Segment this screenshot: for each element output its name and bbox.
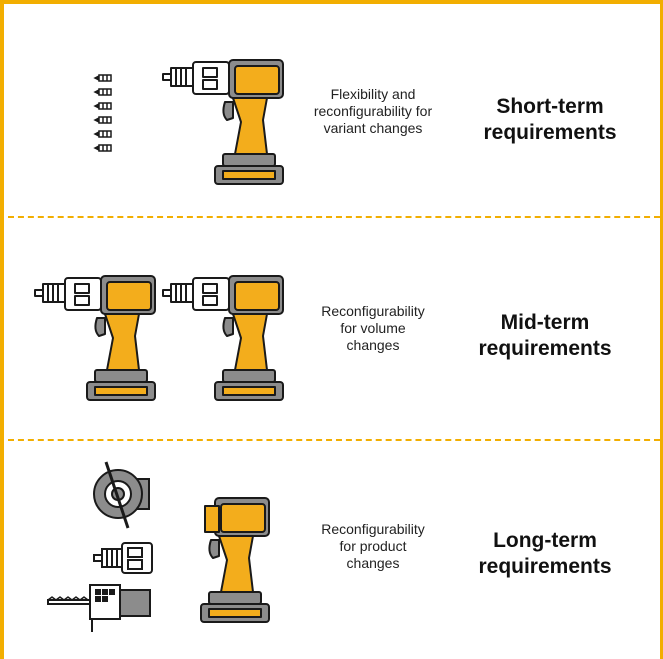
drill-attachment-icon — [93, 542, 153, 574]
row-divider-2 — [8, 439, 660, 441]
row-2-title: Mid-term requirements — [478, 311, 612, 360]
row-2-description: Reconfigurability for volume changes — [321, 303, 425, 353]
cordless-drill-icon — [162, 59, 284, 185]
jigsaw-attachment-icon — [47, 584, 151, 632]
row-3-title: Long-term requirements — [478, 529, 612, 578]
cordless-drill-icon — [162, 275, 284, 401]
row-1-title: Short-term requirements — [483, 95, 617, 144]
drill-bit-icon — [94, 74, 112, 152]
row-3-description: Reconfigurability for product changes — [321, 521, 425, 571]
tool-base-icon — [200, 497, 270, 623]
row-divider-1 — [8, 216, 660, 218]
cordless-drill-icon — [34, 275, 156, 401]
angle-grinder-attachment-icon — [93, 461, 150, 529]
row-1-description: Flexibility and reconfigurability for va… — [313, 86, 433, 136]
